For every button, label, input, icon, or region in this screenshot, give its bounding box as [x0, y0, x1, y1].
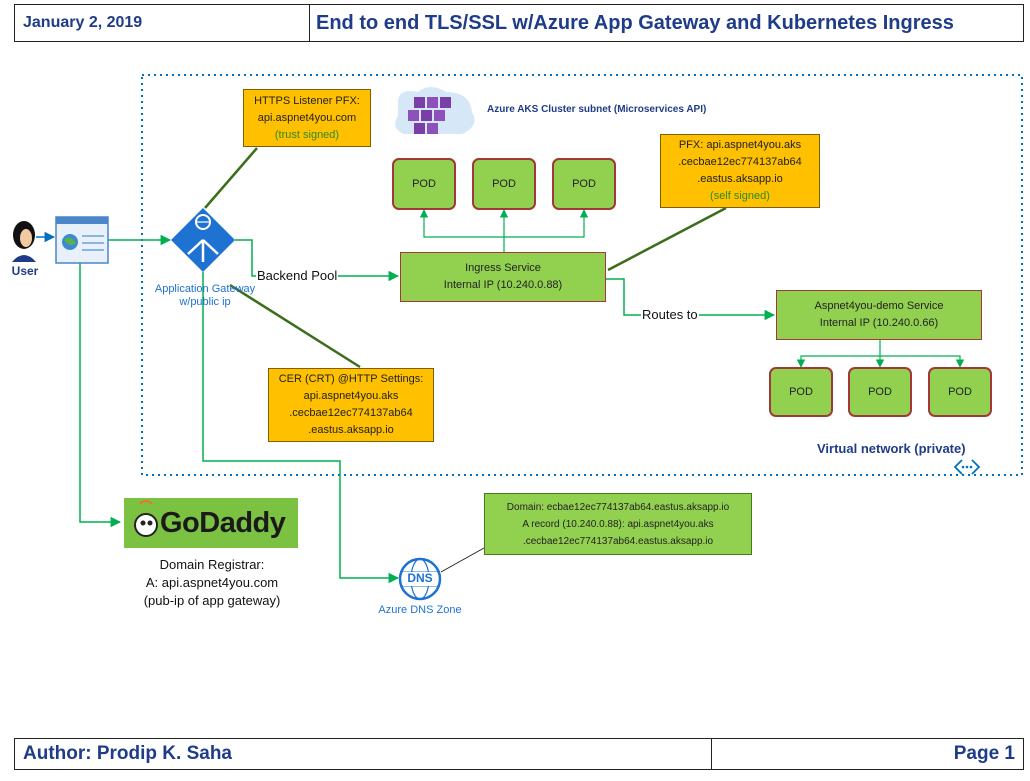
edge-ingress-demo	[606, 278, 776, 321]
dns-zone-label: Azure DNS Zone	[368, 604, 472, 618]
pod-top-1: POD	[392, 158, 456, 210]
http-settings-line2: api.aspnet4you.aks	[303, 390, 399, 402]
backend-pool-text: Backend Pool	[257, 268, 338, 283]
http-settings-line1: CER (CRT) @HTTP Settings:	[278, 373, 424, 385]
pfx-line1: PFX: api.aspnet4you.aks	[678, 139, 802, 151]
callout-dns-record	[440, 547, 485, 573]
routes-to-text: Routes to	[642, 307, 698, 322]
ingress-service-box: Ingress Service Internal IP (10.240.0.88…	[400, 252, 606, 302]
demo-service-box: Aspnet4you-demo Service Internal IP (10.…	[776, 290, 982, 340]
aks-cluster-icon	[395, 87, 475, 134]
godaddy-line2: A: api.aspnet4you.com	[145, 575, 279, 590]
aks-subnet-label-text: Azure AKS Cluster subnet (Microservices …	[487, 104, 707, 115]
http-settings-line4: .eastus.aksapp.io	[308, 424, 394, 436]
https-listener-line1: HTTPS Listener PFX:	[254, 94, 360, 107]
callout-https-listener	[204, 147, 258, 209]
pod-bottom-2: POD	[848, 367, 912, 417]
edge-gateway-dns	[202, 272, 400, 584]
pod-bottom-3-label: POD	[948, 386, 972, 398]
pod-bottom-3: POD	[928, 367, 992, 417]
demo-service-line1: Aspnet4you-demo Service	[814, 300, 944, 312]
vnet-label-text: Virtual network (private)	[817, 441, 966, 456]
https-listener-note: HTTPS Listener PFX: api.aspnet4you.com (…	[243, 89, 371, 147]
http-settings-note: CER (CRT) @HTTP Settings: api.aspnet4you…	[268, 368, 434, 442]
dns-record-box: Domain: ecbae12ec774137ab64.eastus.aksap…	[484, 493, 752, 555]
godaddy-logo	[124, 498, 298, 548]
pod-top-2-label: POD	[492, 178, 516, 190]
pod-bottom-2-label: POD	[868, 386, 892, 398]
godaddy-logo-word: GoDaddy	[160, 507, 286, 539]
dns-zone-label-text: Azure DNS Zone	[378, 604, 462, 616]
app-gateway-label-line1: Application Gateway	[154, 283, 256, 295]
aks-subnet-label: Azure AKS Cluster subnet (Microservices …	[487, 104, 706, 117]
pod-top-3-label: POD	[572, 178, 596, 190]
godaddy-registrar-text: Domain Registrar: A: api.aspnet4you.com …	[122, 556, 302, 610]
pod-top-1-label: POD	[412, 178, 436, 190]
user-label-text: User	[11, 264, 39, 278]
pod-top-3: POD	[552, 158, 616, 210]
dns-icon-word: DNS	[407, 571, 433, 585]
application-gateway-icon	[171, 208, 235, 272]
footer-page-cell: Page 1	[711, 738, 1024, 770]
edge-demo-pod-3	[880, 355, 965, 368]
header-title-cell: End to end TLS/SSL w/Azure App Gateway a…	[309, 4, 1024, 42]
https-listener-line3: (trust signed)	[274, 128, 340, 141]
edge-demo-pods-bottom	[796, 340, 881, 368]
dns-zone-icon	[398, 557, 442, 601]
ingress-service-line2: Internal IP (10.240.0.88)	[443, 279, 563, 291]
vnet-boundary	[141, 74, 1023, 476]
dns-record-line2: A record (10.240.0.88): api.aspnet4you.a…	[522, 518, 714, 530]
dns-record-line1: Domain: ecbae12ec774137ab64.eastus.aksap…	[506, 501, 730, 513]
user-label: User	[4, 264, 46, 279]
dns-icon-text: DNS	[400, 571, 440, 586]
godaddy-logo-text: GoDaddy	[160, 505, 286, 541]
footer-author: Author: Prodip K. Saha	[23, 743, 232, 764]
godaddy-line1: Domain Registrar:	[159, 557, 265, 572]
pod-top-2: POD	[472, 158, 536, 210]
pfx-note: PFX: api.aspnet4you.aks .cecbae12ec77413…	[660, 134, 820, 208]
https-listener-line2: api.aspnet4you.com	[257, 111, 357, 124]
pfx-line4: (self signed)	[710, 190, 770, 202]
vnet-label: Virtual network (private)	[817, 441, 966, 457]
edge-ingress-pod-3	[504, 209, 589, 238]
pfx-line3: .eastus.aksapp.io	[697, 173, 783, 185]
demo-service-line2: Internal IP (10.240.0.66)	[819, 317, 939, 329]
pod-bottom-1: POD	[769, 367, 833, 417]
pod-bottom-1-label: POD	[789, 386, 813, 398]
http-settings-line3: .cecbae12ec774137ab64	[289, 407, 413, 419]
backend-pool-label: Backend Pool	[256, 268, 339, 285]
dns-record-line3: .cecbae12ec774137ab64.eastus.aksapp.io	[522, 535, 714, 547]
edge-ingress-pods-top	[419, 209, 505, 252]
edge-browser-godaddy	[79, 263, 122, 528]
page-title: End to end TLS/SSL w/Azure App Gateway a…	[316, 11, 954, 34]
callout-pfx	[607, 206, 727, 272]
app-gateway-label: Application Gateway w/public ip	[140, 283, 270, 309]
footer-page-number: Page 1	[953, 743, 1015, 764]
header-date: January 2, 2019	[23, 14, 143, 31]
browser-icon	[55, 216, 109, 264]
ingress-service-line1: Ingress Service	[465, 262, 541, 274]
callout-http-settings	[229, 283, 361, 369]
routes-to-label: Routes to	[641, 307, 699, 324]
footer-author-cell: Author: Prodip K. Saha	[14, 738, 712, 770]
vnet-icon	[953, 459, 981, 475]
user-icon	[12, 221, 36, 262]
godaddy-line3: (pub-ip of app gateway)	[143, 593, 281, 608]
app-gateway-label-line2: w/public ip	[179, 296, 231, 308]
pfx-line2: .cecbae12ec774137ab64	[678, 156, 802, 168]
